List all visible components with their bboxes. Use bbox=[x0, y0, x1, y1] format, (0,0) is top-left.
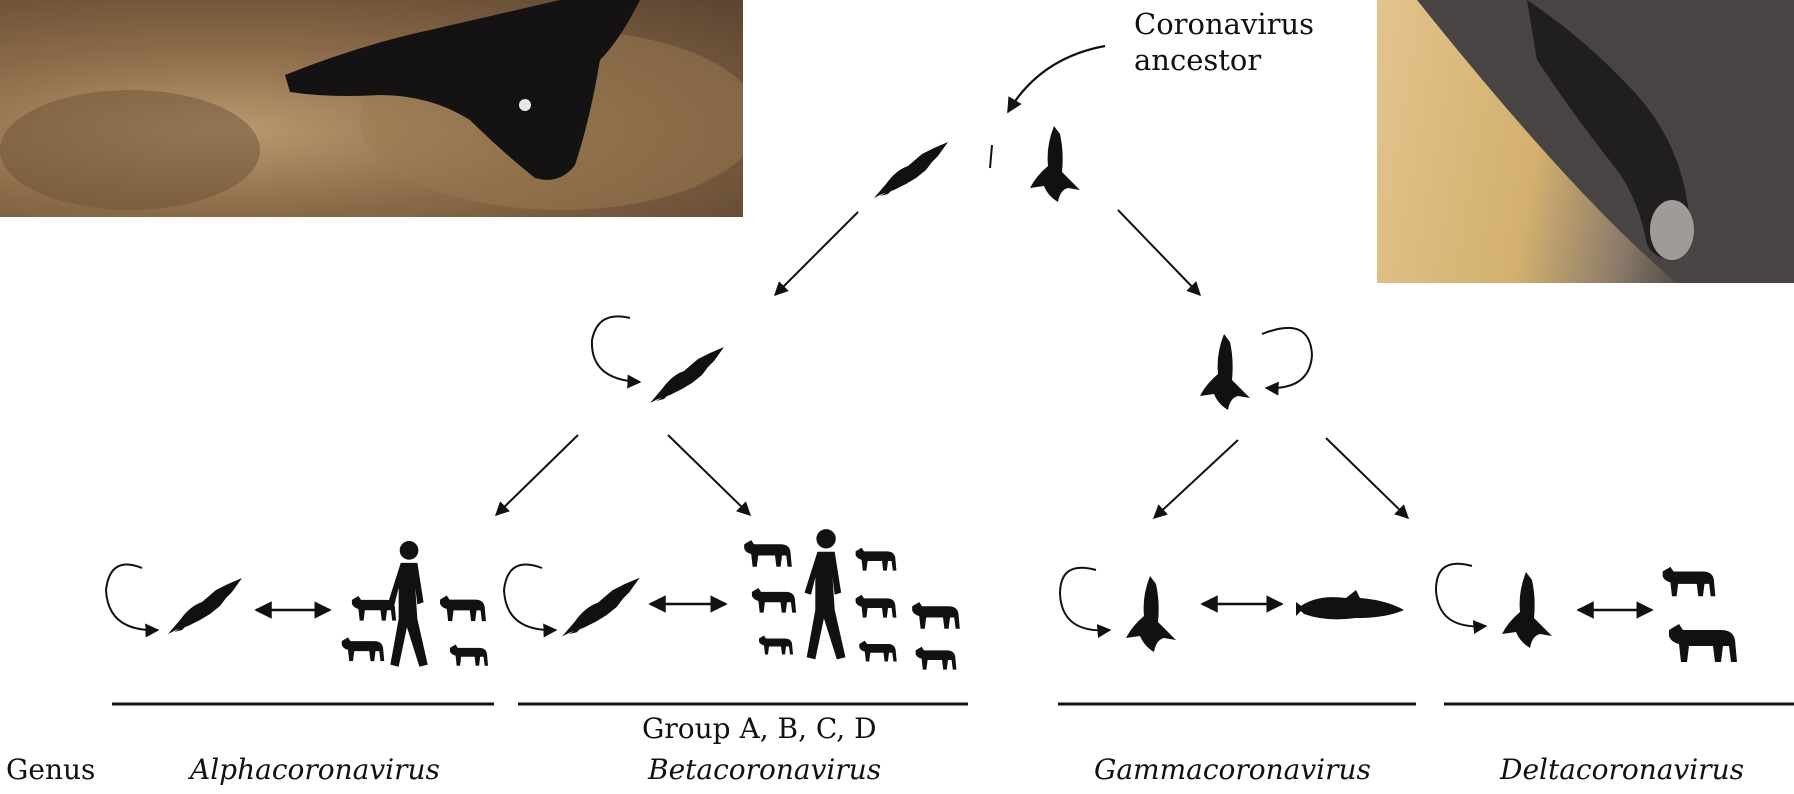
ancestor-arrow bbox=[1008, 46, 1105, 112]
arrow-to-bat-lineage bbox=[775, 212, 858, 295]
cattle-icon bbox=[752, 588, 796, 613]
genus-alphacoronavirus: Alphacoronavirus bbox=[190, 753, 440, 786]
bat-lineage-bat-icon bbox=[650, 347, 724, 403]
bird-lineage-loop bbox=[1262, 328, 1312, 388]
camel-icon bbox=[856, 548, 897, 571]
delta-bird-icon bbox=[1502, 572, 1552, 648]
beta-host-group bbox=[504, 529, 960, 670]
beta-group-note: Group A, B, C, D bbox=[642, 712, 877, 745]
gamma-bird-icon bbox=[1126, 576, 1176, 652]
alpha-loop bbox=[106, 564, 158, 630]
arrow-to-gamma bbox=[1154, 440, 1238, 518]
dog-icon bbox=[440, 596, 486, 622]
rat-icon bbox=[916, 647, 957, 670]
human-icon bbox=[388, 541, 427, 667]
ancestor-bat-icon bbox=[874, 142, 948, 198]
genus-label: Genus bbox=[6, 753, 95, 786]
cat-icon-beta bbox=[759, 636, 793, 655]
gamma-loop bbox=[1060, 568, 1110, 631]
arrow-to-bird-lineage bbox=[1118, 210, 1200, 295]
leopard-cat-icon bbox=[1669, 624, 1737, 662]
civet-icon bbox=[856, 595, 897, 618]
bird-lineage-bird-icon bbox=[1200, 334, 1250, 410]
rodent-icon bbox=[859, 641, 896, 662]
arrow-to-beta bbox=[668, 435, 750, 515]
ancestor-bird-icon bbox=[1030, 126, 1080, 202]
genus-deltacoronavirus: Deltacoronavirus bbox=[1500, 753, 1744, 786]
delta-loop bbox=[1436, 564, 1486, 627]
gamma-host-group bbox=[1060, 568, 1404, 652]
alpha-host-group bbox=[106, 541, 488, 667]
arrow-to-delta bbox=[1326, 438, 1408, 518]
genus-betacoronavirus: Betacoronavirus bbox=[648, 753, 881, 786]
arrow-to-alpha bbox=[496, 435, 578, 515]
ancestor-label-line2: ancestor bbox=[1134, 42, 1314, 78]
delta-host-group bbox=[1436, 564, 1737, 662]
ancestor-divider bbox=[990, 145, 992, 168]
genus-gammacoronavirus: Gammacoronavirus bbox=[1094, 753, 1371, 786]
beta-bat-icon bbox=[562, 578, 640, 637]
whale-icon bbox=[1296, 590, 1404, 619]
bat-lineage-loop bbox=[592, 316, 640, 382]
ancestor-label: Coronavirus ancestor bbox=[1134, 6, 1314, 78]
human-icon-beta bbox=[805, 529, 846, 659]
beta-loop bbox=[504, 564, 556, 630]
pig-icon-delta bbox=[1663, 567, 1716, 596]
deer-icon bbox=[912, 602, 960, 629]
ancestor-label-line1: Coronavirus bbox=[1134, 6, 1314, 42]
pig-icon bbox=[342, 637, 385, 661]
ferret-icon bbox=[450, 644, 488, 665]
alpha-bat-icon bbox=[168, 578, 242, 634]
dog-icon-beta bbox=[744, 540, 792, 567]
